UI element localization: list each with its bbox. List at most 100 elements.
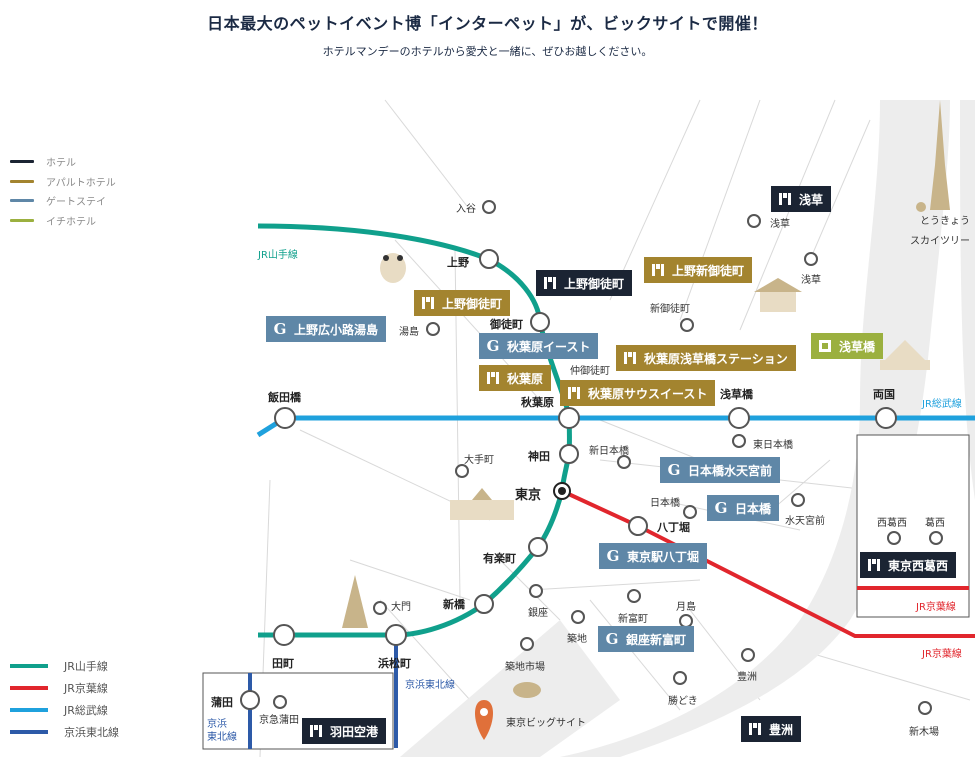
keihin-line-label: 京浜東北線: [405, 680, 455, 691]
station-label-shinbashi: 新橋: [443, 598, 465, 611]
hotel-label-haneda[interactable]: 羽田空港: [302, 718, 387, 744]
yamanote-line: [257, 223, 572, 638]
hotel-name: 銀座新富町: [626, 632, 687, 647]
brand-legend: ホテル アパルトホテル ゲートステイ イチホテル: [10, 152, 116, 230]
station-label-hatchobori: 八丁堀: [657, 521, 690, 534]
yamanote-line-label: JR山手線: [258, 250, 298, 261]
station-marker-toyosu: [741, 648, 755, 662]
gate-label-ginza-shintomicho[interactable]: G 銀座新富町: [598, 626, 695, 652]
station-marker-kasai: [929, 531, 943, 545]
station-label-yushima: 湯島: [399, 327, 419, 338]
gate-label-uenohirokoji[interactable]: G 上野広小路湯島: [266, 316, 387, 342]
station-marker-higashinihonbashi: [732, 434, 746, 448]
station-label-tsukiji: 築地: [567, 634, 587, 645]
station-label-akihabara: 秋葉原: [521, 396, 554, 409]
station-marker-hamamatsucho: [385, 624, 407, 646]
keiyo-line-label: JR京葉線: [922, 649, 962, 660]
map-pin-icon: [475, 700, 493, 740]
station-marker-ginza: [529, 584, 543, 598]
station-marker-daimon: [373, 601, 387, 615]
apart-building-icon: [485, 370, 501, 386]
hotel-name: 秋葉原サウスイースト: [588, 386, 708, 401]
station-marker-shinnihonbashi: [617, 455, 631, 469]
station-label-nakaokachimachi: 仲御徒町: [570, 366, 610, 377]
apart-building-icon: [566, 385, 582, 401]
hotel-name: 東京西葛西: [888, 558, 949, 573]
station-marker-tsukiji: [571, 610, 585, 624]
hotel-building-icon: [542, 275, 558, 291]
gate-label-tokyo-hatchobori[interactable]: G 東京駅八丁堀: [599, 543, 708, 569]
station-label-kamata: 蒲田: [211, 696, 233, 709]
station-marker-tsukijishijo: [520, 637, 534, 651]
gate-g-icon: G: [606, 547, 620, 565]
station-marker-nihonbashi: [683, 505, 697, 519]
station-marker-shintomicho: [627, 589, 641, 603]
landmarks: [342, 100, 950, 698]
station-label-shinnihonbashi: 新日本橋: [589, 446, 629, 457]
station-marker-shinokachimachi: [680, 318, 694, 332]
gate-g-icon: G: [714, 499, 728, 517]
gate-label-nihonbashi[interactable]: G 日本橋: [707, 495, 780, 521]
legend-gate: ゲートステイ: [46, 197, 106, 209]
station-marker-asakusa2: [804, 252, 818, 266]
hotel-name: 豊洲: [769, 722, 794, 737]
apart-label-uenookachimachi[interactable]: 上野御徒町: [414, 290, 511, 316]
legend-apart: アパルトホテル: [46, 177, 116, 189]
station-label-yurakucho: 有楽町: [483, 552, 516, 565]
sushi-icon: [513, 682, 541, 698]
hotel-name: 浅草橋: [839, 339, 876, 354]
station-label-kachidoki: 勝どき: [668, 696, 698, 707]
landmark-label-skytree: とうきょう スカイツリー: [910, 216, 970, 247]
station-label-tsukijishijo: 築地市場: [505, 662, 545, 673]
station-label-ginza: 銀座: [528, 608, 548, 619]
hotel-label-tokyo-nishikasai[interactable]: 東京西葛西: [860, 552, 957, 578]
station-marker-nishikasai: [887, 531, 901, 545]
station-marker-iidabashi: [274, 407, 296, 429]
station-label-asakusa2: 浅草: [801, 275, 821, 286]
apart-label-akihabara-asakusabashi[interactable]: 秋葉原浅草橋ステーション: [616, 345, 796, 371]
station-label-toyosu: 豊洲: [737, 672, 757, 683]
hotel-label-toyosu[interactable]: 豊洲: [741, 716, 802, 742]
sobu-line-label: JR総武線: [922, 399, 962, 410]
station-marker-suitengumae: [791, 493, 805, 507]
gate-g-icon: G: [273, 320, 287, 338]
station-marker-shinbashi: [474, 594, 494, 614]
ichi-square-icon: [817, 338, 833, 354]
station-label-nishikasai: 西葛西: [877, 518, 907, 529]
hotel-name: 日本橋水天宮前: [688, 463, 773, 478]
apart-label-ueno-shinokachimachi[interactable]: 上野新御徒町: [644, 257, 753, 283]
station-label-kasai: 葛西: [925, 518, 945, 529]
station-marker-yurakucho: [528, 537, 548, 557]
station-label-iriya: 入谷: [456, 204, 476, 215]
river-band-edge: [960, 100, 975, 500]
station-label-tamachi: 田町: [272, 657, 294, 670]
hotel-name: 羽田空港: [330, 724, 379, 739]
apart-label-akihabara-southeast[interactable]: 秋葉原サウスイースト: [560, 380, 716, 406]
gate-label-akihabara-east[interactable]: G 秋葉原イースト: [479, 333, 599, 359]
keiyo-inset-label: JR京葉線: [916, 602, 956, 613]
hotel-building-icon: [866, 557, 882, 573]
station-label-daimon: 大門: [391, 602, 411, 613]
station-marker-okachimachi: [530, 312, 550, 332]
gate-label-nihonbashi-suitengu[interactable]: G 日本橋水天宮前: [660, 457, 781, 483]
hotel-name: 秋葉原イースト: [507, 339, 591, 354]
legend-keiyo: JR京葉線: [64, 682, 108, 695]
apart-label-akihabara[interactable]: 秋葉原: [479, 365, 552, 391]
hotel-label-asakusa[interactable]: 浅草: [771, 186, 832, 212]
station-marker-tokyo-dot: [558, 487, 566, 495]
hotel-name: 秋葉原: [507, 371, 544, 386]
kokugikan-icon: [885, 340, 925, 360]
hotel-name: 浅草: [799, 192, 824, 207]
apart-building-icon: [622, 350, 638, 366]
station-marker-ueno: [479, 249, 499, 269]
ichi-label-asakusabashi[interactable]: 浅草橋: [811, 333, 884, 359]
hotel-name: 上野広小路湯島: [294, 322, 379, 337]
legend-keihin: 京浜東北線: [64, 726, 119, 739]
hotel-label-uenookachimachi[interactable]: 上野御徒町: [536, 270, 633, 296]
station-marker-kachidoki: [673, 671, 687, 685]
hotel-name: 秋葉原浅草橋ステーション: [644, 351, 788, 366]
hotel-name: 日本橋: [735, 501, 772, 516]
hotel-name: 上野新御徒町: [672, 263, 745, 278]
tokyo-station-icon: [450, 500, 514, 520]
legend-hotel: ホテル: [46, 158, 76, 170]
